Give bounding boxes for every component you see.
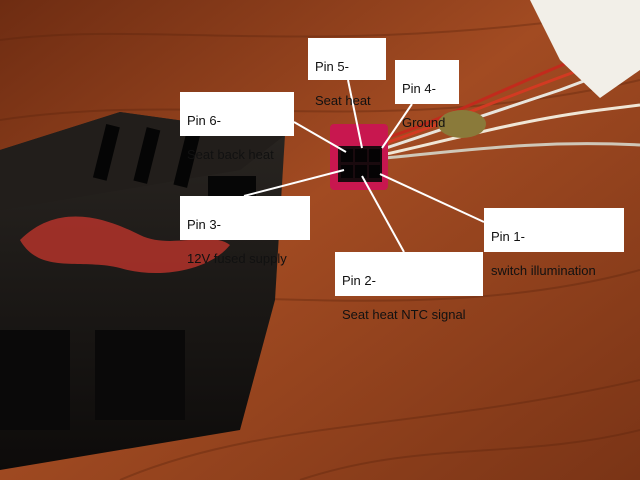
tape-wrap xyxy=(438,110,486,138)
callout-pin1: Pin 1- switch illumination xyxy=(484,208,624,278)
pin1-function: switch illumination xyxy=(491,263,596,278)
pin6-number: Pin 6- xyxy=(187,113,221,128)
callout-pin4: Pin 4- Ground xyxy=(395,60,459,130)
pin1-number: Pin 1- xyxy=(491,229,525,244)
callout-pin2: Pin 2- Seat heat NTC signal xyxy=(335,252,483,322)
pin2-function: Seat heat NTC signal xyxy=(342,307,466,322)
pin5-function: Seat heat xyxy=(315,93,371,108)
pin3-function: 12V fused supply xyxy=(187,251,287,266)
paper-tag xyxy=(530,0,640,98)
callout-pin5: Pin 5- Seat heat xyxy=(308,38,386,108)
callout-pin3: Pin 3- 12V fused supply xyxy=(180,196,310,266)
pin4-function: Ground xyxy=(402,115,446,130)
pin2-number: Pin 2- xyxy=(342,273,376,288)
callout-pin6: Pin 6- Seat back heat xyxy=(180,92,294,162)
pin5-number: Pin 5- xyxy=(315,59,349,74)
pin6-function: Seat back heat xyxy=(187,147,274,162)
pin4-number: Pin 4- xyxy=(402,81,436,96)
pink-connector xyxy=(330,124,388,190)
pin3-number: Pin 3- xyxy=(187,217,221,232)
